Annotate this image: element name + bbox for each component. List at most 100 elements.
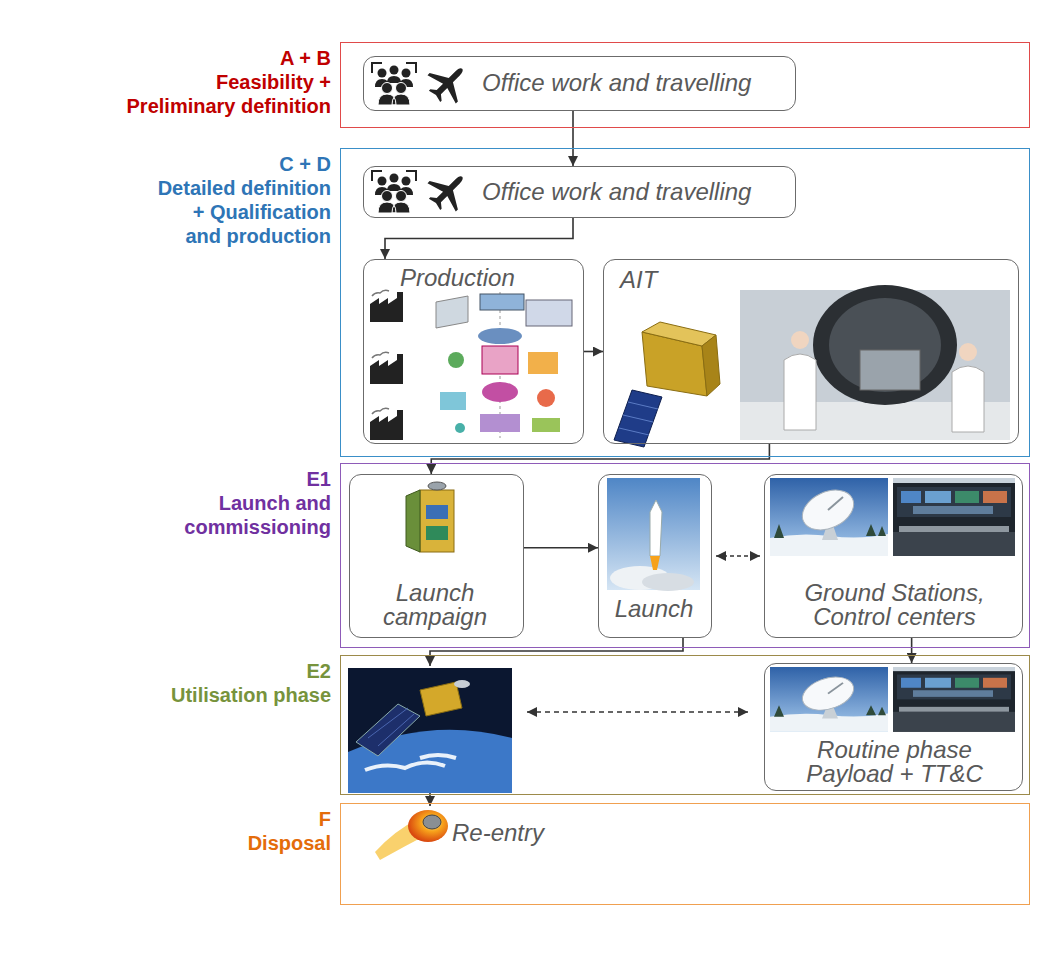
exploded-part xyxy=(480,294,524,310)
satellite-top xyxy=(642,322,716,346)
satellite-panel xyxy=(426,526,448,540)
exploded-part xyxy=(482,346,518,374)
phase-band: C + DDetailed definition + Qualification… xyxy=(340,148,1030,457)
clouds xyxy=(365,755,456,770)
process-box: Production xyxy=(363,259,584,444)
antenna-photo xyxy=(770,667,888,732)
phase-name: Disposal xyxy=(131,831,331,855)
exploded-part xyxy=(478,328,522,344)
satellite-panel xyxy=(426,505,448,519)
phase-band: E1Launch and commissioningLaunch campaig… xyxy=(340,463,1030,648)
chamber-door xyxy=(829,298,941,392)
flow-arrow xyxy=(524,547,598,549)
box-label: Office work and travelling xyxy=(482,180,751,204)
engineer-head xyxy=(959,343,977,361)
box-label: Office work and travelling xyxy=(482,71,751,95)
phase-heading: A + BFeasibility + Preliminary definitio… xyxy=(116,46,331,118)
factory-icon xyxy=(370,290,403,322)
plane-icon xyxy=(420,55,476,111)
antenna-photo xyxy=(770,478,888,556)
launch-photo xyxy=(607,478,700,590)
process-box: Office work and travelling xyxy=(363,56,796,111)
control-room-photo xyxy=(893,667,1015,732)
exploded-part xyxy=(448,352,464,368)
phase-code: E1 xyxy=(181,467,331,491)
plane-icon xyxy=(420,163,476,219)
phase-band: FDisposal xyxy=(340,803,1030,905)
flow-arrow xyxy=(385,218,573,259)
factory-icon xyxy=(370,408,403,440)
engineer-coat xyxy=(952,366,984,432)
phase-name: Feasibility + Preliminary definition xyxy=(116,70,331,118)
panel-grid xyxy=(368,708,414,746)
box-label: Production xyxy=(400,266,515,290)
factory-icon xyxy=(370,352,403,384)
phase-heading: C + DDetailed definition + Qualification… xyxy=(156,152,331,248)
test-equipment xyxy=(860,350,920,390)
process-box: AIT xyxy=(603,259,1019,444)
exploded-part xyxy=(480,414,520,432)
exploded-part xyxy=(537,389,555,407)
engineer-coat xyxy=(784,354,816,430)
exploded-part xyxy=(440,392,466,410)
rocket-plume xyxy=(642,573,694,591)
flow-arrow xyxy=(430,637,683,666)
exploded-part xyxy=(436,296,468,328)
phase-heading: FDisposal xyxy=(131,807,331,855)
satellite-body xyxy=(420,490,454,552)
process-box: Ground Stations, Control centers xyxy=(764,474,1023,638)
phase-code: A + B xyxy=(116,46,331,70)
panel-grid xyxy=(619,402,658,435)
box-label: Launch xyxy=(604,597,704,621)
flow-arrow xyxy=(584,351,603,353)
solar-panel xyxy=(614,390,662,447)
satellite-side xyxy=(702,335,720,396)
process-box: Office work and travelling xyxy=(363,166,796,218)
exploded-part xyxy=(526,300,572,326)
satellite-antenna xyxy=(428,482,446,490)
flow-arrow xyxy=(911,638,913,663)
exploded-part xyxy=(532,418,560,432)
vacuum-chamber xyxy=(813,285,957,405)
people-icon xyxy=(372,63,416,105)
ait-photo xyxy=(740,290,1010,440)
phase-code: E2 xyxy=(131,659,331,683)
satellite-side xyxy=(406,490,420,552)
phase-heading: E1Launch and commissioning xyxy=(181,467,331,539)
reentry-capsule xyxy=(423,815,441,829)
satellite-body xyxy=(420,682,462,716)
rocket xyxy=(650,500,662,556)
exploded-part xyxy=(455,423,465,433)
flow-arrow xyxy=(572,111,574,166)
orbit-photo xyxy=(348,668,512,793)
phase-note: Re-entry xyxy=(452,820,544,846)
flow-arrow xyxy=(431,444,769,474)
phase-code: F xyxy=(131,807,331,831)
phase-name: Utilisation phase xyxy=(131,683,331,707)
process-box: Launch xyxy=(598,474,712,638)
box-label: Launch campaign xyxy=(354,581,516,629)
box-label: Ground Stations, Control centers xyxy=(777,581,1012,629)
process-box: Launch campaign xyxy=(349,474,524,638)
box-label: Routine phase Payload + TT&C xyxy=(797,738,992,786)
engineer-head xyxy=(791,331,809,349)
phase-name: Detailed definition + Qualification and … xyxy=(156,176,331,248)
process-box: Routine phase Payload + TT&C xyxy=(764,663,1023,791)
phase-name: Launch and commissioning xyxy=(181,491,331,539)
box-label: AIT xyxy=(620,268,657,292)
phase-band: A + BFeasibility + Preliminary definitio… xyxy=(340,42,1030,128)
phase-code: C + D xyxy=(156,152,331,176)
phase-heading: E2Utilisation phase xyxy=(131,659,331,707)
rocket-flame xyxy=(650,556,660,570)
link-arrow xyxy=(527,711,748,713)
satellite-antenna xyxy=(454,680,470,688)
exploded-part xyxy=(528,352,558,374)
flow-arrow xyxy=(716,555,760,557)
reentry-fireball xyxy=(408,810,448,842)
solar-panel xyxy=(356,704,420,756)
exploded-part xyxy=(482,382,518,402)
